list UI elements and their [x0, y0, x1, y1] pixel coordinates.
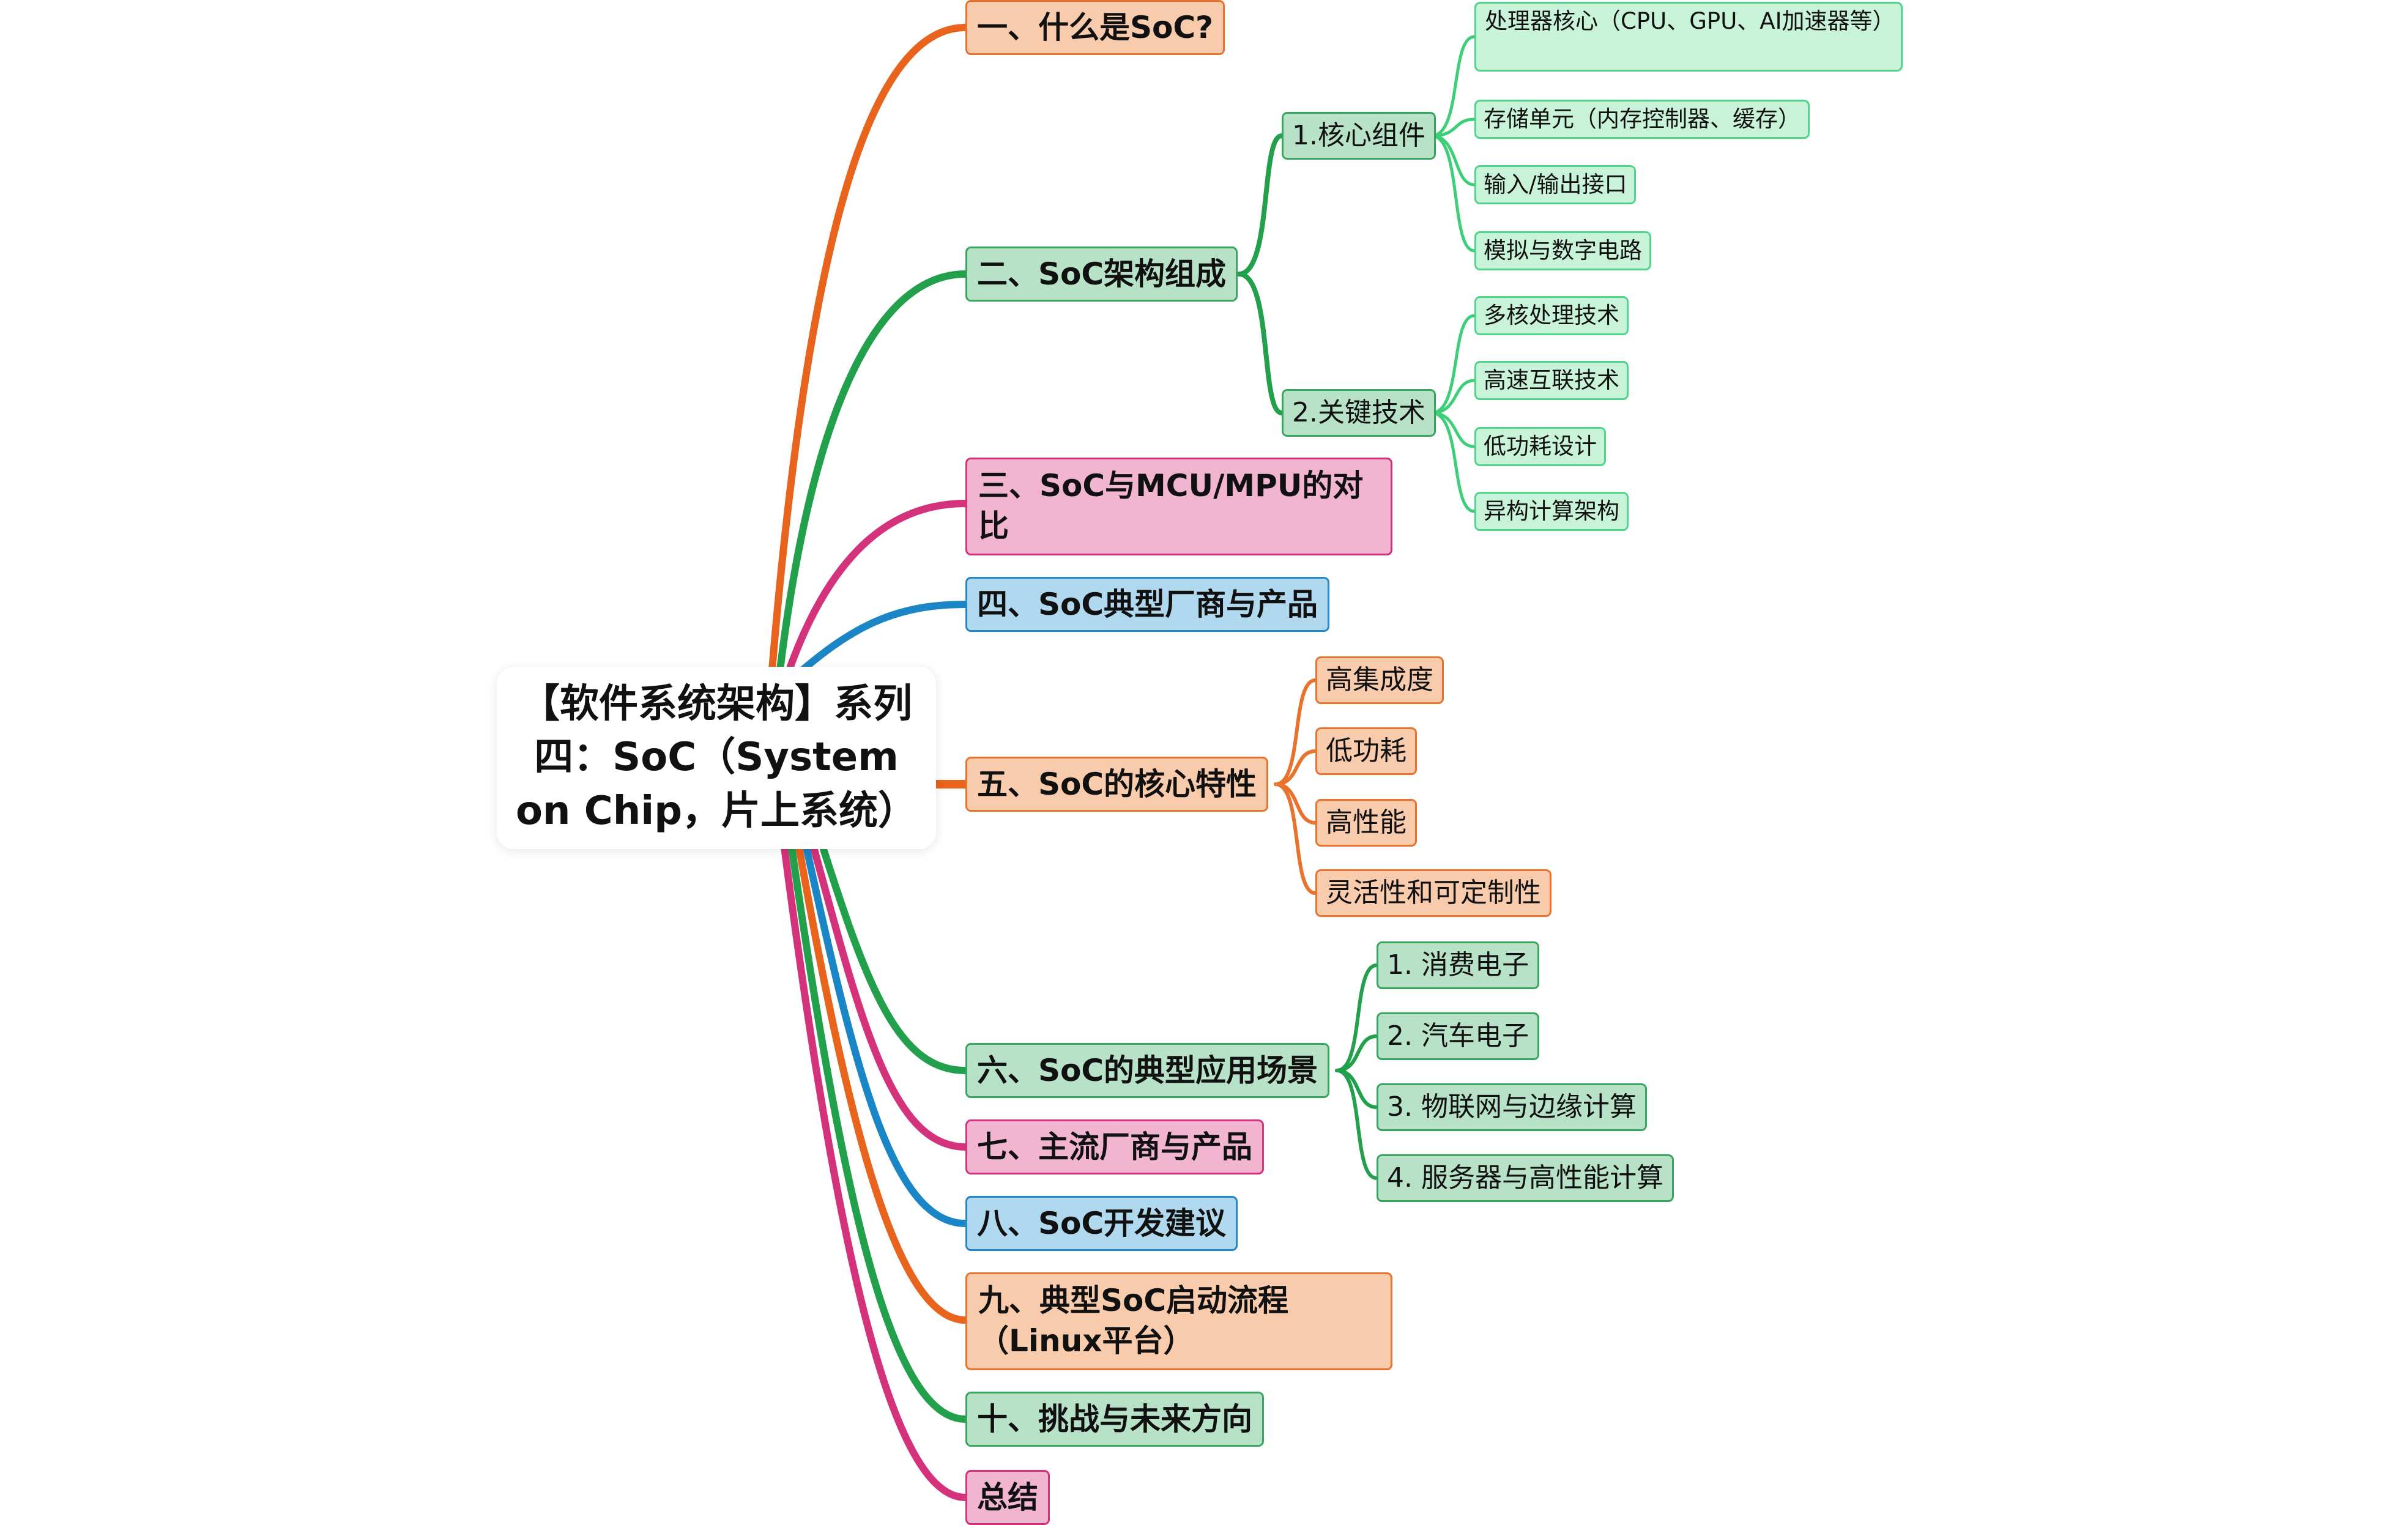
- branch-label: 四、SoC典型厂商与产品: [977, 587, 1318, 622]
- branch-boot-flow[interactable]: 九、典型SoC启动流程（Linux平台）: [965, 1272, 1392, 1370]
- link-feature-2: [1274, 749, 1317, 786]
- link-feature-3: [1274, 782, 1317, 825]
- topic-key-technologies[interactable]: 2.关键技术: [1282, 389, 1436, 437]
- branch-soc-architecture[interactable]: 二、SoC架构组成: [965, 247, 1238, 302]
- topic-label: 1.核心组件: [1292, 119, 1425, 151]
- leaf-io-interface[interactable]: 输入/输出接口: [1474, 165, 1637, 204]
- link-core-components: [1236, 133, 1284, 276]
- leaf-heterogeneous[interactable]: 异构计算架构: [1474, 492, 1629, 531]
- link-kt-1: [1430, 314, 1476, 415]
- feature-label: 低功耗: [1326, 735, 1407, 766]
- leaf-label: 模拟与数字电路: [1484, 237, 1642, 264]
- feature-label: 灵活性和可定制性: [1326, 877, 1541, 908]
- link-b9: [795, 844, 969, 1324]
- root-title: 【软件系统架构】系列四：SoC（System on Chip，片上系统）: [515, 681, 918, 834]
- feature-high-integration[interactable]: 高集成度: [1315, 656, 1444, 704]
- app-consumer-electronics[interactable]: 1. 消费电子: [1377, 941, 1539, 989]
- link-app-3: [1335, 1069, 1378, 1109]
- branch-label: 七、主流厂商与产品: [977, 1129, 1252, 1165]
- link-b6: [819, 844, 969, 1074]
- leaf-storage-unit[interactable]: 存储单元（内存控制器、缓存）: [1474, 100, 1810, 139]
- link-kt-2: [1430, 379, 1476, 415]
- leaf-multicore[interactable]: 多核处理技术: [1474, 296, 1629, 335]
- leaf-label: 存储单元（内存控制器、缓存）: [1484, 105, 1800, 132]
- branch-label: 八、SoC开发建议: [977, 1206, 1227, 1241]
- app-label: 1. 消费电子: [1387, 949, 1529, 981]
- link-cc-2: [1430, 117, 1476, 138]
- link-cc-4: [1430, 134, 1476, 253]
- link-b4: [799, 601, 969, 673]
- leaf-analog-digital[interactable]: 模拟与数字电路: [1474, 231, 1651, 270]
- leaf-label: 异构计算架构: [1484, 497, 1619, 524]
- branch-soc-vs-mcu-mpu[interactable]: 三、SoC与MCU/MPU的对比: [965, 458, 1392, 555]
- link-feature-4: [1274, 782, 1317, 895]
- link-b10: [788, 844, 969, 1423]
- branch-mainstream-vendors[interactable]: 七、主流厂商与产品: [965, 1119, 1264, 1174]
- branch-label: 一、什么是SoC?: [977, 10, 1214, 45]
- leaf-label: 多核处理技术: [1484, 302, 1619, 328]
- app-label: 4. 服务器与高性能计算: [1387, 1162, 1663, 1193]
- link-app-1: [1335, 963, 1378, 1072]
- branch-label: 总结: [977, 1480, 1038, 1515]
- link-feature-1: [1274, 678, 1317, 786]
- leaf-label: 高速互联技术: [1484, 366, 1619, 393]
- branch-label: 三、SoC与MCU/MPU的对比: [978, 468, 1364, 544]
- branch-core-features[interactable]: 五、SoC的核心特性: [965, 757, 1269, 812]
- link-b7: [810, 844, 969, 1151]
- feature-high-performance[interactable]: 高性能: [1315, 799, 1417, 847]
- link-b2: [776, 270, 969, 673]
- branch-dev-advice[interactable]: 八、SoC开发建议: [965, 1196, 1238, 1251]
- app-server-hpc[interactable]: 4. 服务器与高性能计算: [1377, 1154, 1674, 1202]
- branch-label: 六、SoC的典型应用场景: [977, 1053, 1318, 1088]
- feature-label: 高性能: [1326, 806, 1407, 838]
- app-label: 3. 物联网与边缘计算: [1387, 1091, 1637, 1122]
- app-label: 2. 汽车电子: [1387, 1020, 1529, 1052]
- leaf-label: 输入/输出接口: [1484, 171, 1627, 198]
- link-cc-1: [1430, 35, 1476, 138]
- leaf-low-power-design[interactable]: 低功耗设计: [1474, 427, 1606, 466]
- link-b11: [781, 844, 969, 1501]
- link-key-technologies: [1236, 272, 1284, 415]
- link-app-4: [1335, 1069, 1378, 1180]
- branch-what-is-soc[interactable]: 一、什么是SoC?: [965, 0, 1225, 55]
- link-b1: [768, 24, 969, 673]
- topic-core-components[interactable]: 1.核心组件: [1282, 112, 1436, 160]
- branch-vendors-products[interactable]: 四、SoC典型厂商与产品: [965, 577, 1330, 632]
- branch-challenges-future[interactable]: 十、挑战与未来方向: [965, 1392, 1264, 1447]
- leaf-label: 处理器核心（CPU、GPU、AI加速器等）: [1485, 8, 1895, 34]
- branch-label: 二、SoC架构组成: [977, 256, 1227, 292]
- leaf-label: 低功耗设计: [1484, 432, 1597, 459]
- root-topic[interactable]: 【软件系统架构】系列四：SoC（System on Chip，片上系统）: [497, 667, 936, 849]
- app-iot-edge[interactable]: 3. 物联网与边缘计算: [1377, 1083, 1647, 1131]
- feature-label: 高集成度: [1326, 664, 1433, 696]
- link-app-2: [1335, 1034, 1378, 1072]
- feature-low-power[interactable]: 低功耗: [1315, 727, 1417, 775]
- link-kt-4: [1430, 411, 1476, 513]
- feature-flexibility[interactable]: 灵活性和可定制性: [1315, 869, 1551, 917]
- link-b8: [803, 844, 969, 1227]
- branch-label: 五、SoC的核心特性: [977, 766, 1257, 802]
- link-b3: [786, 500, 969, 673]
- branch-application-scenarios[interactable]: 六、SoC的典型应用场景: [965, 1043, 1330, 1098]
- app-automotive[interactable]: 2. 汽车电子: [1377, 1012, 1539, 1060]
- branch-label: 十、挑战与未来方向: [977, 1401, 1252, 1437]
- branch-summary[interactable]: 总结: [965, 1470, 1050, 1525]
- leaf-interconnect[interactable]: 高速互联技术: [1474, 361, 1629, 400]
- topic-label: 2.关键技术: [1292, 396, 1425, 428]
- branch-label: 九、典型SoC启动流程（Linux平台）: [978, 1283, 1289, 1359]
- leaf-processor-core[interactable]: 处理器核心（CPU、GPU、AI加速器等）: [1474, 2, 1903, 72]
